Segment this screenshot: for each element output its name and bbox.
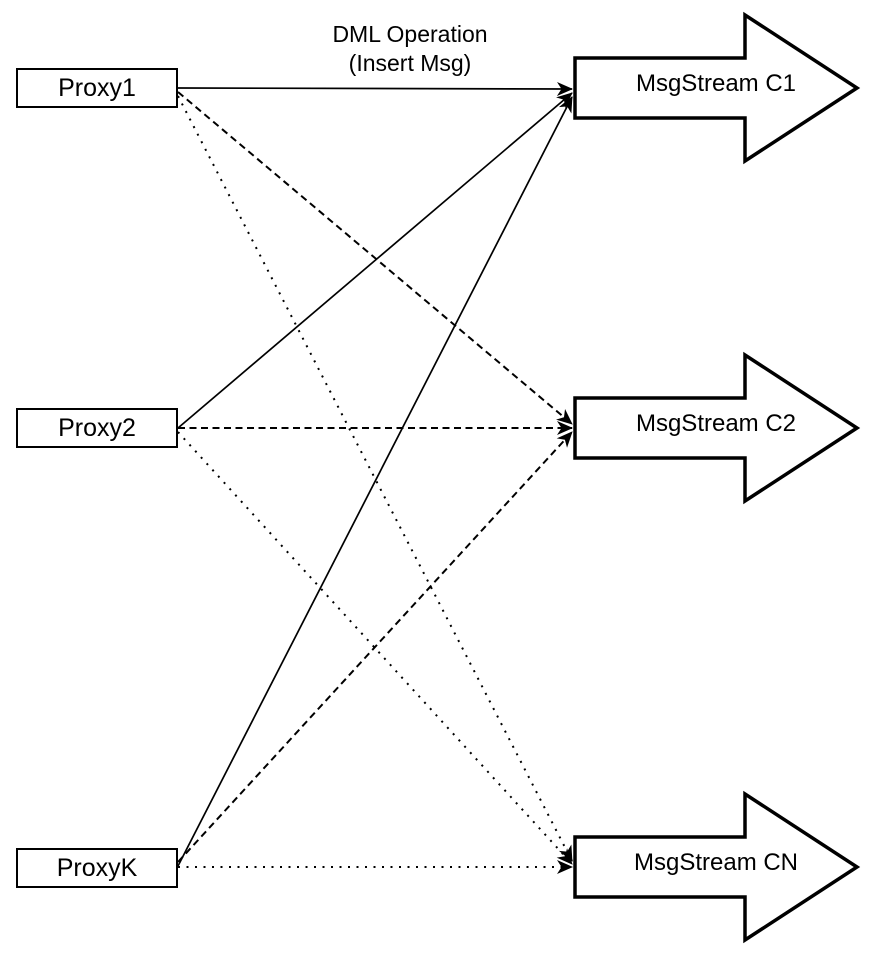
proxy2-label: Proxy2: [58, 413, 136, 442]
proxyk-node: ProxyK: [16, 848, 178, 888]
edge-proxy2-c1-line: [177, 92, 573, 429]
msgstream-cn-arrow-shape: [573, 790, 861, 944]
proxy1-node: Proxy1: [16, 68, 178, 108]
edge-proxy1-c1-line: [177, 81, 573, 96]
proxyk-label: ProxyK: [56, 853, 138, 882]
edge-label-line2: (Insert Msg): [348, 50, 472, 76]
msgstream-c1-arrow-shape: [573, 11, 861, 165]
edge-proxyk-c1-line: [177, 96, 573, 867]
msgstream-c2-arrow-shape: [573, 351, 861, 505]
proxy2-node: Proxy2: [16, 408, 178, 448]
proxy1-label: Proxy1: [58, 73, 136, 102]
edge-proxy1-c2-line: [177, 91, 573, 425]
edge-proxyk-c2-line: [177, 431, 573, 863]
edge-label-dml-operation: DML Operation (Insert Msg): [260, 20, 560, 78]
edge-label-line1: DML Operation: [332, 21, 488, 47]
